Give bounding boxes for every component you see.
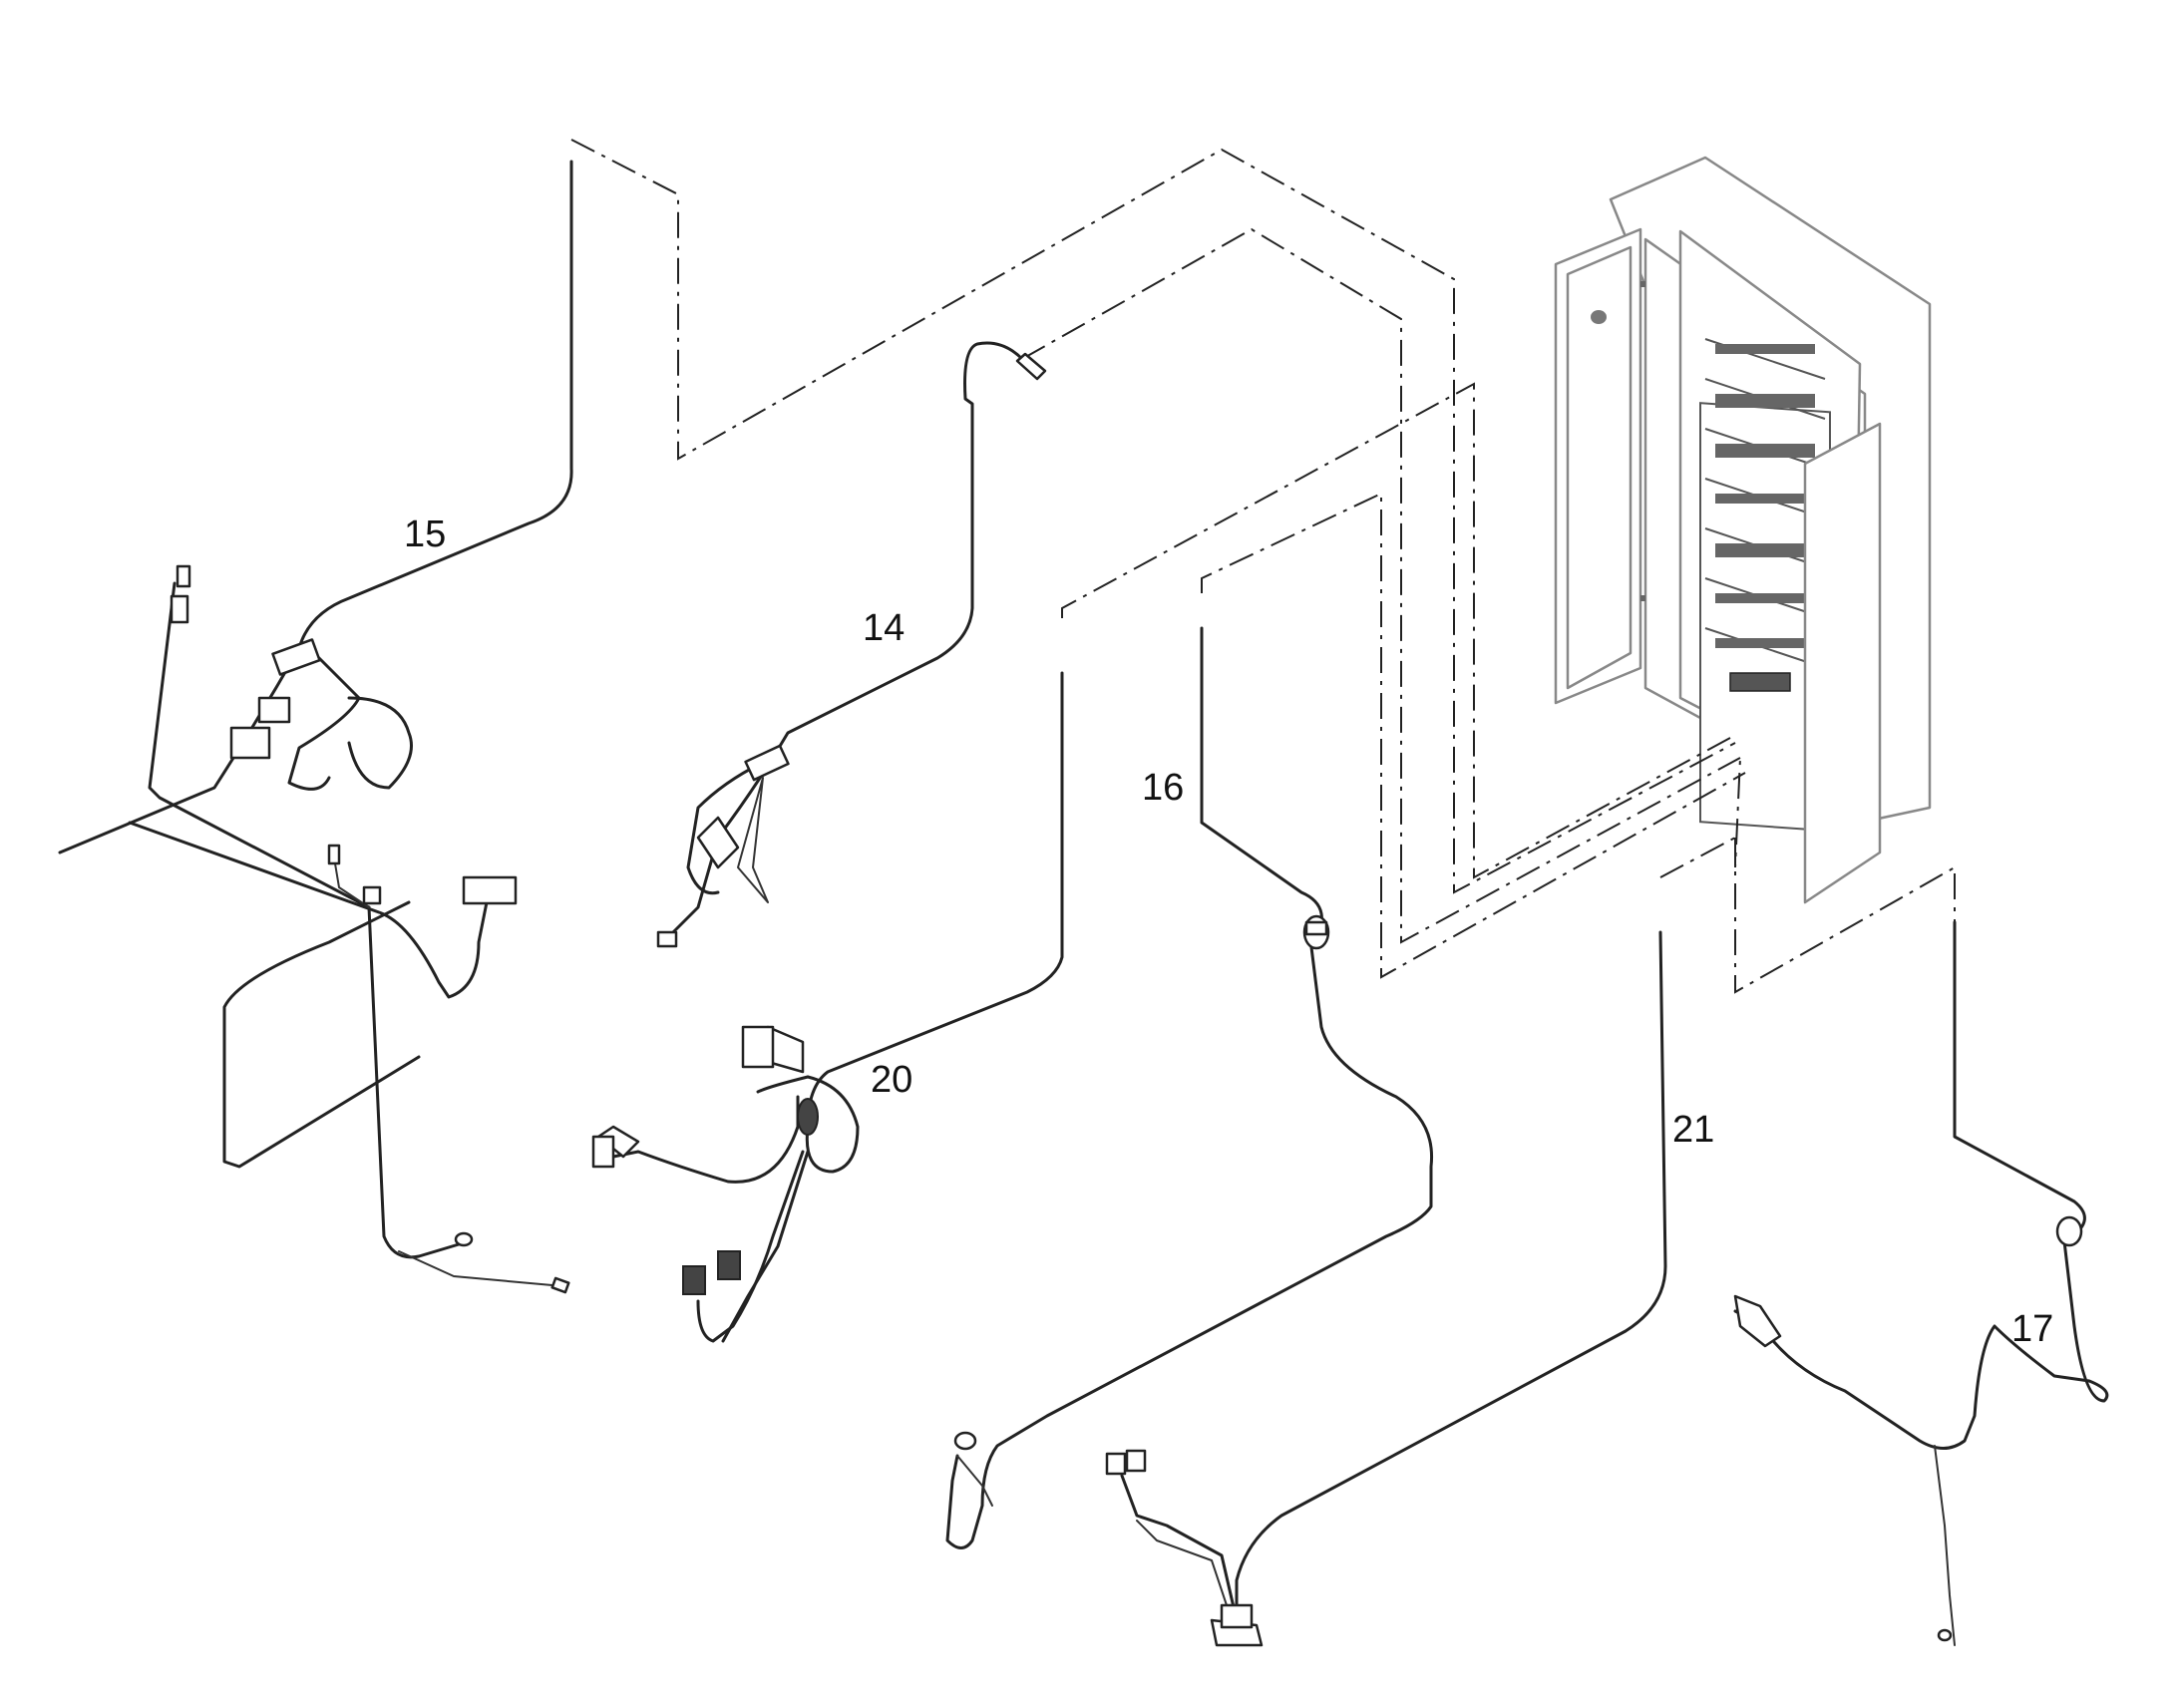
electrical-cabinet <box>1554 156 1932 904</box>
harness-14 <box>656 341 1047 948</box>
label-14: 14 <box>863 607 905 649</box>
harness-20 <box>591 671 1064 1343</box>
routing-lines <box>570 139 1956 994</box>
harness-16 <box>945 626 1434 1549</box>
label-16: 16 <box>1142 767 1184 809</box>
harness-15 <box>58 160 573 1294</box>
harness-17 <box>1733 920 2109 1646</box>
label-20: 20 <box>871 1059 912 1101</box>
label-21: 21 <box>1672 1109 1714 1151</box>
harness-21 <box>1105 930 1667 1647</box>
label-17: 17 <box>2011 1308 2053 1350</box>
label-15: 15 <box>404 513 446 555</box>
